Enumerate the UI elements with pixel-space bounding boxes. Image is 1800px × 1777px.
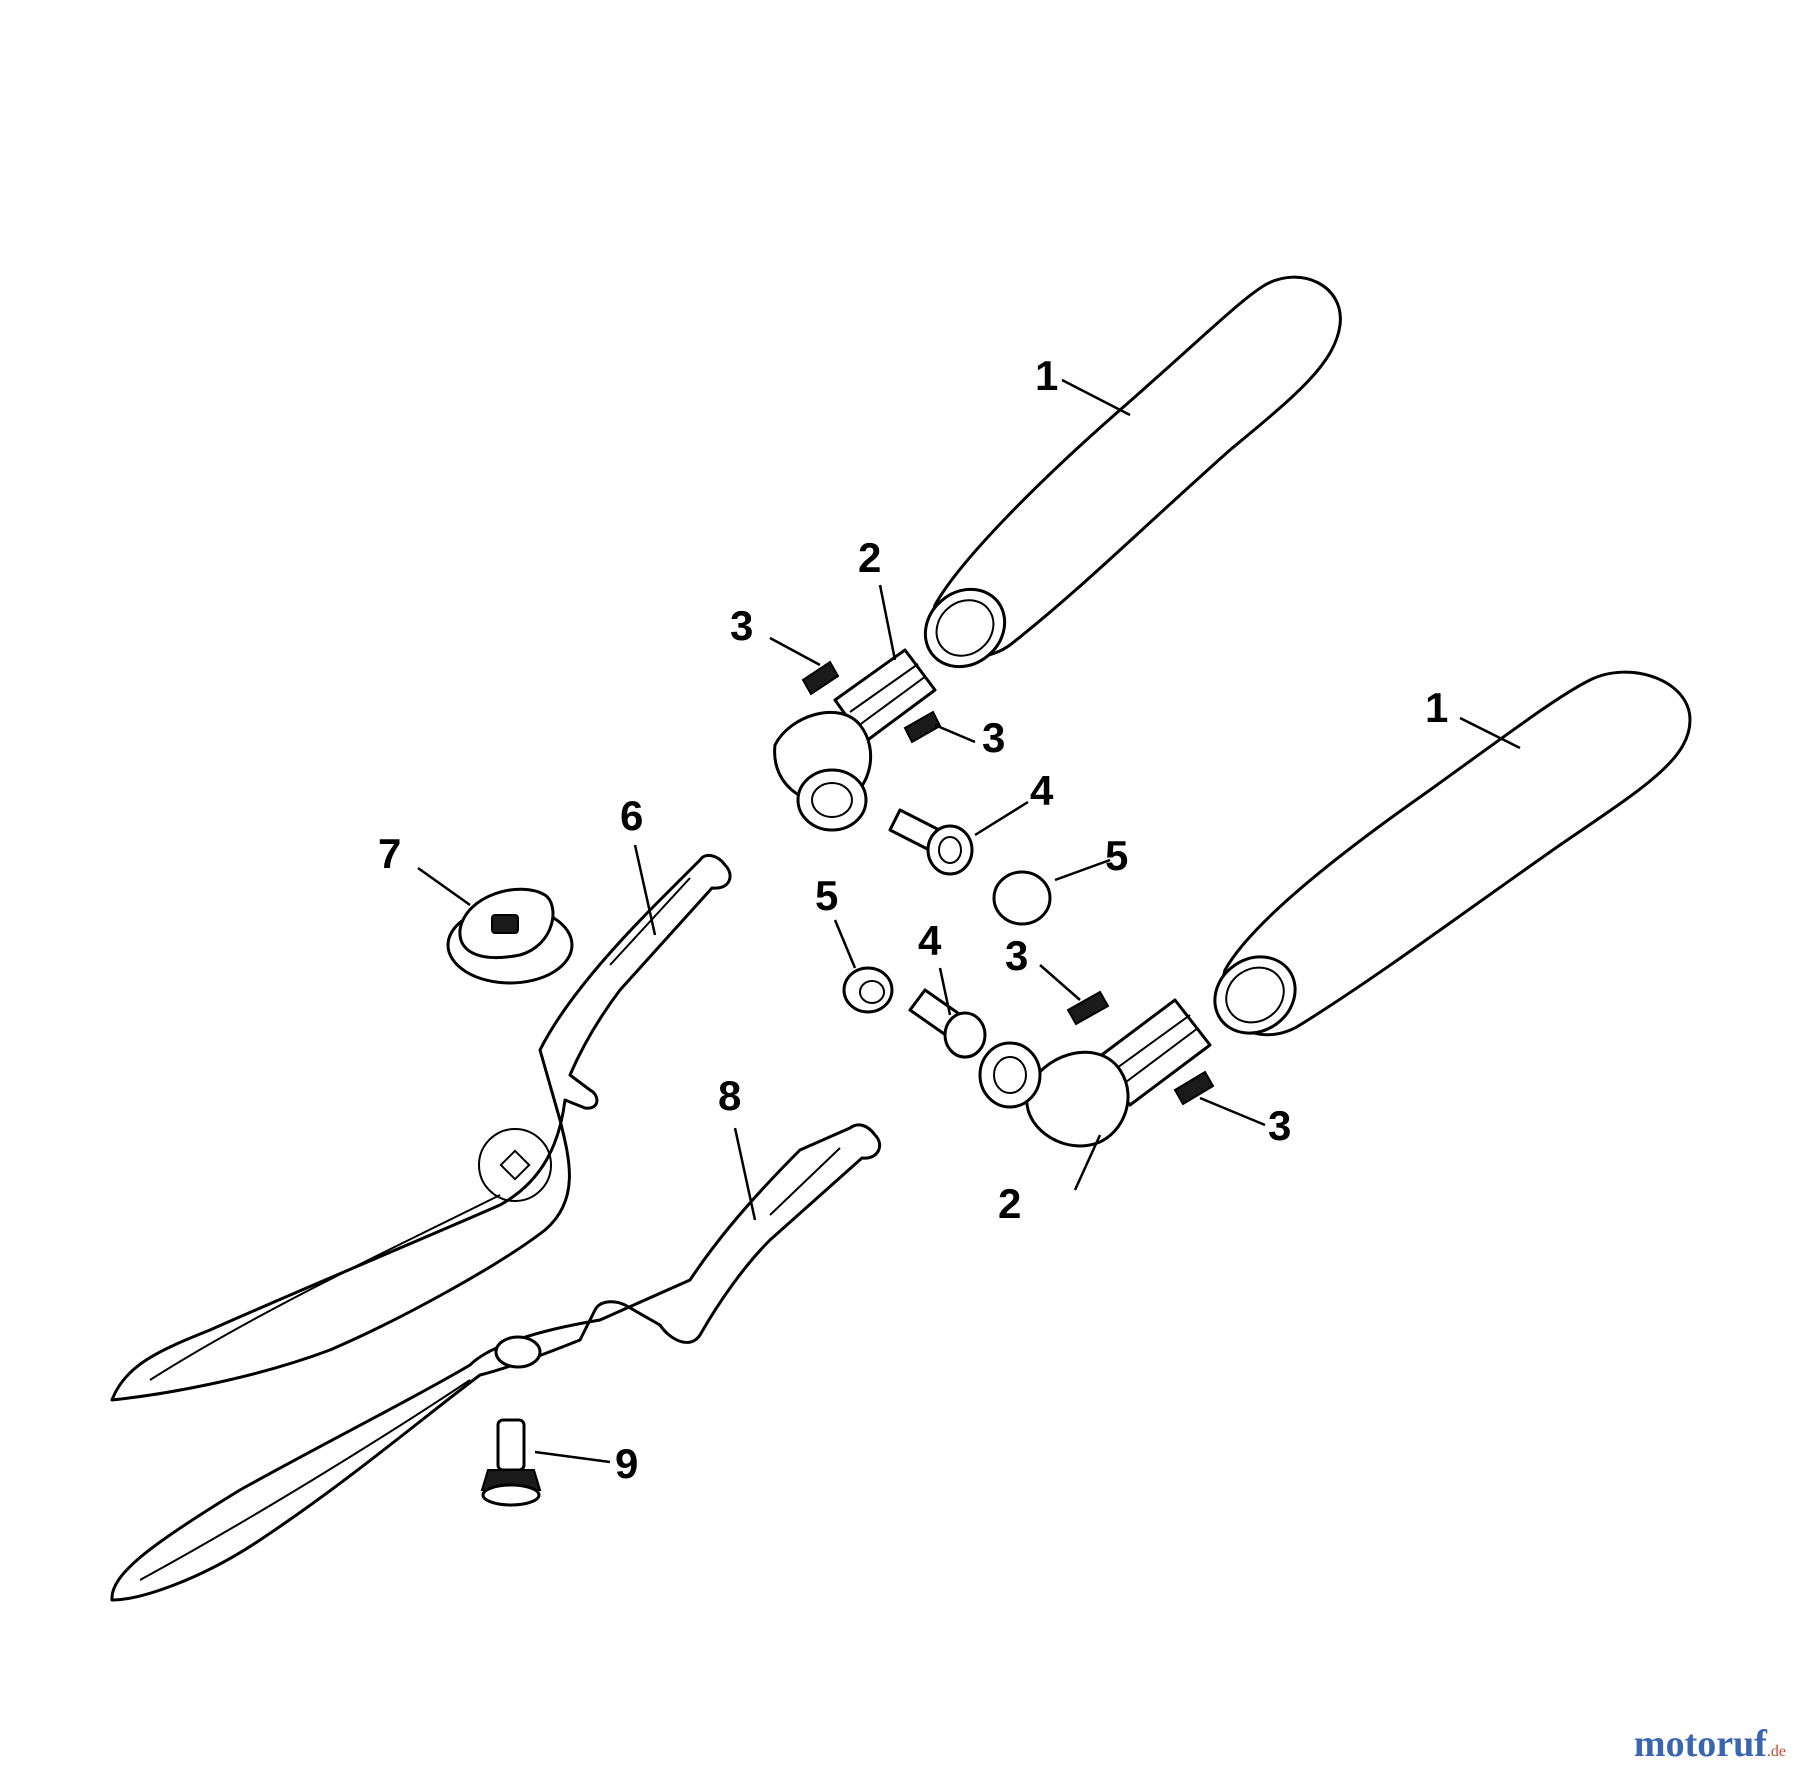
sleeve-lower	[908, 988, 987, 1059]
blade-upper	[110, 853, 732, 1402]
callout-5-left: 5	[815, 872, 838, 919]
watermark-tld: .de	[1766, 1743, 1786, 1760]
callout-1-lower: 1	[1425, 684, 1448, 731]
callout-8: 8	[718, 1072, 741, 1119]
callout-3-lower-lower: 3	[1268, 1102, 1291, 1149]
callout-3-upper-right: 3	[982, 714, 1005, 761]
clip-upper-right	[903, 710, 942, 744]
callout-1-upper: 1	[1035, 352, 1058, 399]
callout-5-right: 5	[1105, 832, 1128, 879]
connector-upper	[773, 648, 937, 832]
cap-right	[992, 870, 1052, 926]
nut-7	[446, 887, 574, 985]
watermark-main: motoruf	[1633, 1723, 1767, 1765]
callout-3-lower-upper: 3	[1005, 932, 1028, 979]
callout-9: 9	[615, 1440, 638, 1487]
clip-lower-upper	[1066, 990, 1110, 1026]
callout-7: 7	[378, 830, 401, 877]
leader-lines	[417, 378, 1521, 1464]
callout-labels: 1 1 2 2 3 3 3 3 4 4 5 5 6 7 8 9	[378, 352, 1448, 1487]
callout-6: 6	[620, 792, 643, 839]
watermark-logo: motoruf.de	[1634, 1725, 1786, 1763]
clip-lower-lower	[1173, 1070, 1215, 1106]
callout-2-lower: 2	[998, 1180, 1021, 1227]
blade-lower	[110, 1123, 881, 1602]
callout-2-upper: 2	[858, 534, 881, 581]
callout-4-lower: 4	[918, 917, 942, 964]
handle-lower	[1213, 670, 1692, 1037]
handle-upper	[923, 275, 1342, 669]
bolt-9	[480, 1418, 542, 1507]
sleeve-upper	[888, 808, 974, 876]
connector-lower	[978, 998, 1212, 1148]
callout-3-upper-left: 3	[730, 602, 753, 649]
callout-4-upper: 4	[1030, 767, 1054, 814]
cap-left	[842, 966, 894, 1014]
clip-upper-left	[801, 660, 840, 696]
